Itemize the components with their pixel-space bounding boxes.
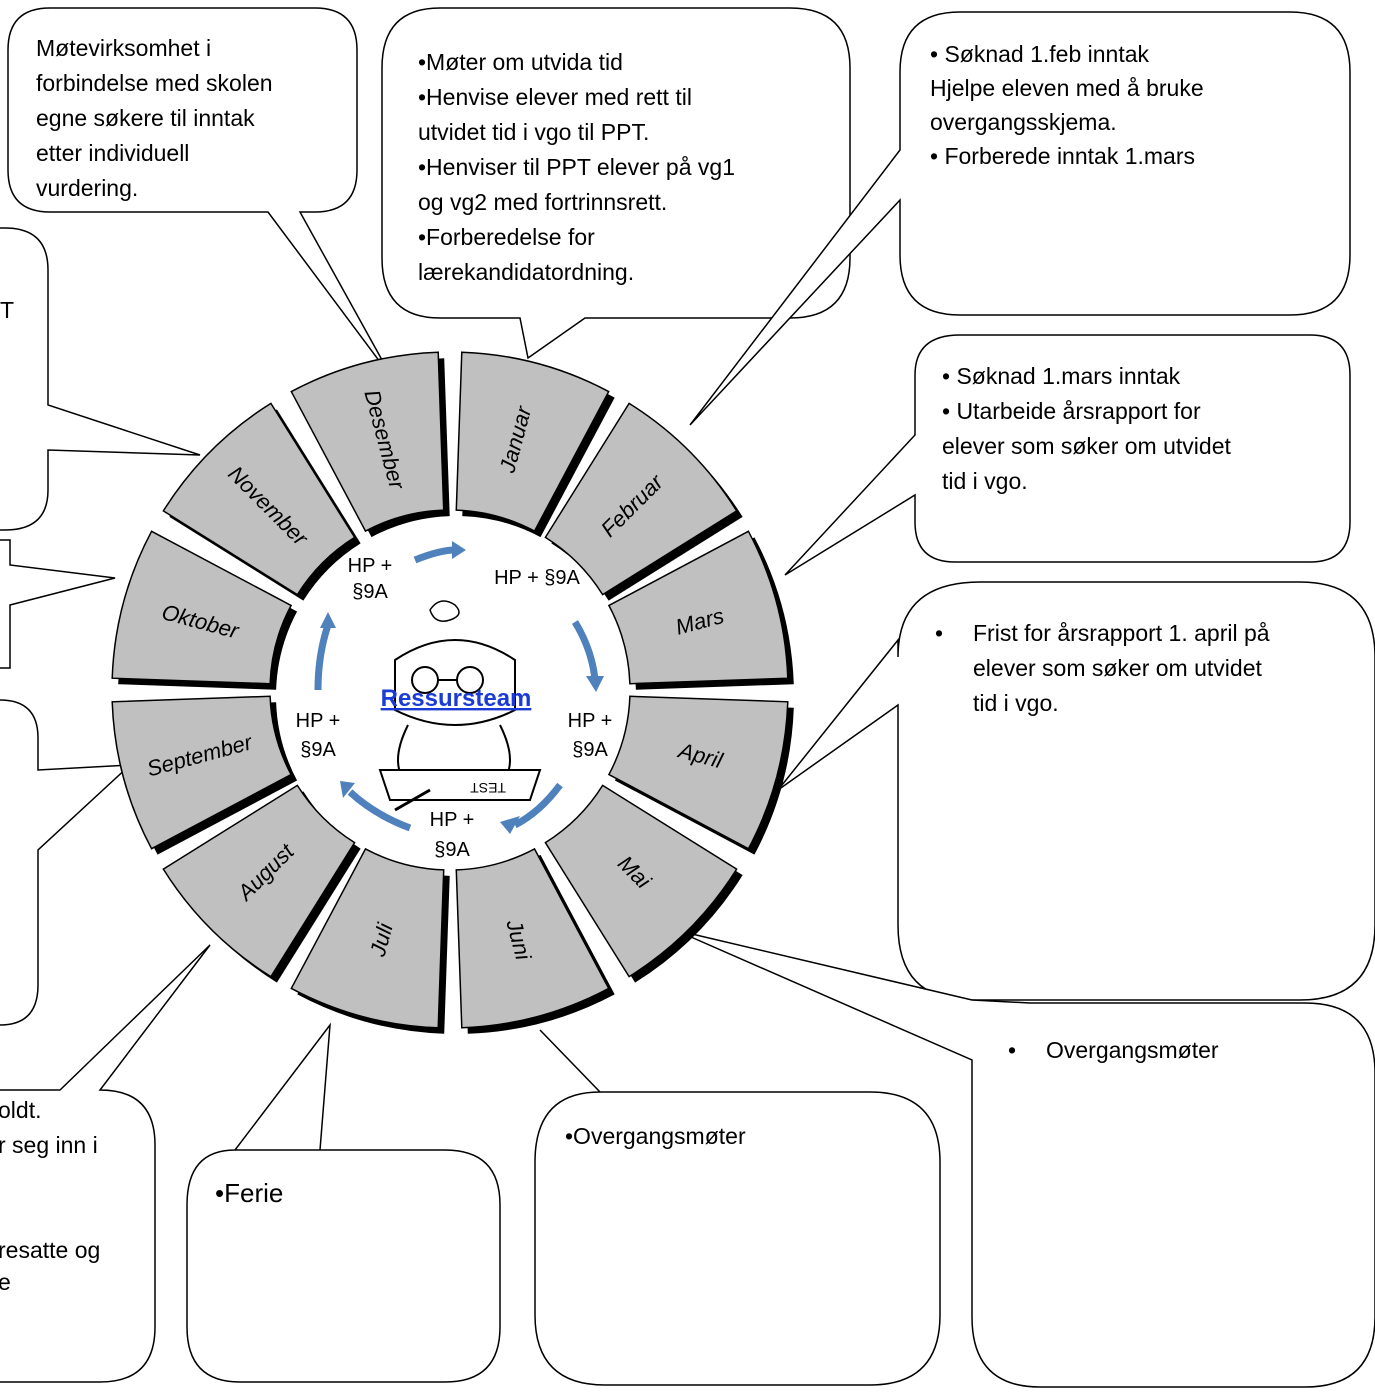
center-cycle: TEST Ressursteam HP + §9A HP + §9A HP + … <box>296 541 613 861</box>
callout-juni <box>534 1029 941 1386</box>
callout-februar <box>689 11 1351 426</box>
callout-mars-text: • Søknad 1.mars inntak • Utarbeide årsra… <box>942 363 1237 494</box>
month-segment-september <box>111 695 293 850</box>
callout-april-bullet: • <box>935 620 943 646</box>
cycle-label-left-1: HP + <box>296 710 341 732</box>
cycle-arrow-bottom-left <box>347 789 412 832</box>
month-segment-november <box>162 402 356 596</box>
month-segment-mars <box>607 530 789 685</box>
callout-mai-text: Overgangsmøter <box>1046 1037 1219 1063</box>
month-wheel: JanuarFebruarMarsAprilMaiJuniJuliAugustS… <box>111 351 794 1034</box>
cycle-arrow-left <box>314 623 332 691</box>
callout-februar-text: • Søknad 1.feb inntak Hjelpe eleven med … <box>930 41 1210 169</box>
cycle-label-bottom-2: §9A <box>434 839 470 861</box>
month-segment-juli <box>290 847 445 1029</box>
stressed-student-illustration: TEST <box>378 600 542 812</box>
callout-mai <box>674 929 1375 1388</box>
month-segment-april <box>607 695 789 850</box>
cycle-label-right-2: §9A <box>572 739 608 761</box>
callout-januar-text: •Møter om utvida tid •Henvise elever med… <box>418 49 741 285</box>
cycle-label-right-1: HP + <box>568 710 613 732</box>
cycle-label-bottom-1: HP + <box>430 809 475 831</box>
cycle-label-left-2: §9A <box>300 739 336 761</box>
center-title[interactable]: Ressursteam <box>381 685 532 712</box>
callout-juni-text: •Overgangsmøter <box>565 1123 746 1149</box>
cycle-arrowheads <box>320 541 604 834</box>
callout-oktober <box>0 539 116 669</box>
callout-april-text: Frist for årsrapport 1. april på elever … <box>973 620 1276 716</box>
callout-september <box>0 699 133 1026</box>
callout-januar <box>381 7 851 360</box>
callout-november <box>0 227 201 531</box>
callout-desember <box>7 7 393 379</box>
month-segment-august <box>162 784 356 978</box>
svg-text:TEST: TEST <box>470 780 506 796</box>
callout-juli <box>186 1022 501 1383</box>
month-segment-desember <box>290 351 445 533</box>
month-segment-mai <box>544 784 738 978</box>
cycle-label-top-right: HP + §9A <box>494 567 580 589</box>
cycle-arrow-right <box>571 620 599 681</box>
callout-mars <box>784 334 1351 576</box>
month-segment-februar <box>544 402 738 596</box>
callout-juli-text: •Ferie <box>215 1178 283 1208</box>
cycle-label-top-left-1: HP + <box>348 555 393 577</box>
month-segment-juni <box>455 847 610 1029</box>
callout-august <box>0 944 211 1383</box>
month-segment-oktober <box>111 530 293 685</box>
callout-august-text: oldt. r seg inn i resatte og e <box>0 1097 107 1295</box>
callout-desember-text: Møtevirksomhet i forbindelse med skolen … <box>36 35 279 201</box>
cycle-arrow-bottom-right <box>513 782 563 829</box>
callout-mai-bullet: • <box>1008 1037 1016 1063</box>
cycle-label-top-left-2: §9A <box>352 581 388 603</box>
month-segment-januar <box>455 351 610 533</box>
callout-november-text: T <box>0 297 14 323</box>
cycle-arrow-top <box>413 546 456 564</box>
